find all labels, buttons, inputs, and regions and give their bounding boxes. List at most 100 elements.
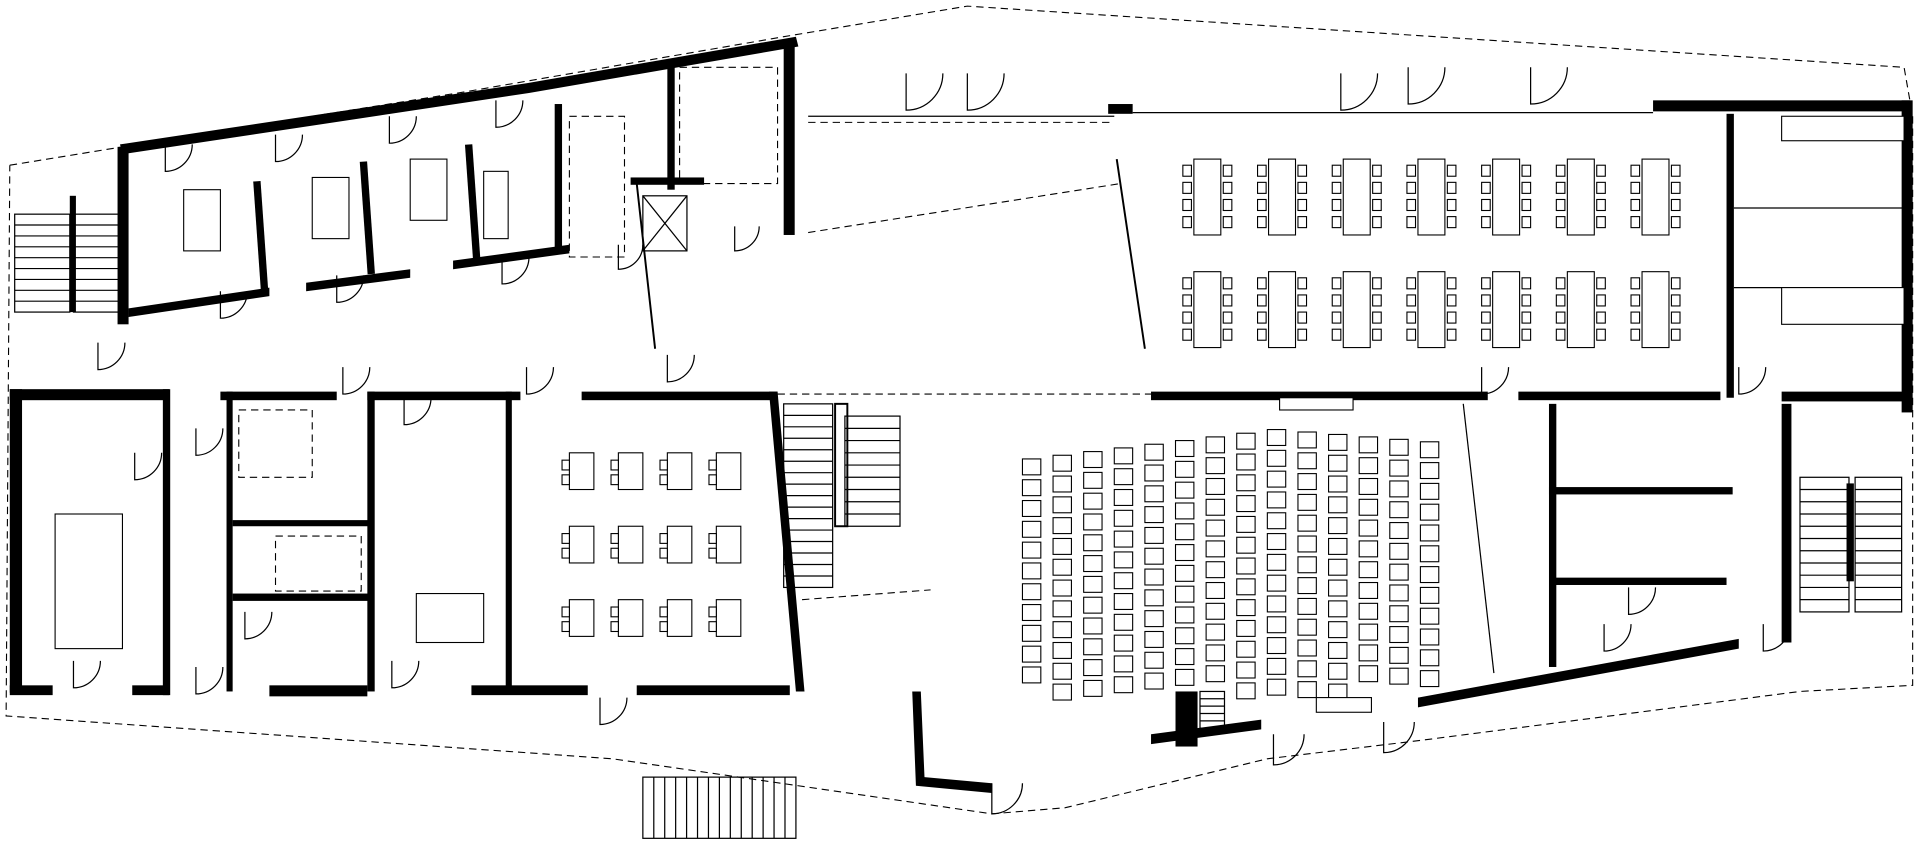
chair bbox=[659, 606, 668, 618]
auditorium-seat bbox=[1174, 648, 1195, 666]
auditorium-seat bbox=[1205, 498, 1226, 516]
auditorium-seat bbox=[1389, 605, 1409, 623]
chair bbox=[1257, 277, 1267, 290]
wc-cubicle bbox=[679, 66, 779, 185]
chair bbox=[1630, 198, 1641, 212]
wall-partition bbox=[464, 144, 481, 261]
door-swing bbox=[501, 256, 530, 285]
chair bbox=[1555, 181, 1566, 194]
meeting-table bbox=[415, 593, 485, 644]
hall-table bbox=[1492, 271, 1521, 349]
auditorium-seat bbox=[1419, 503, 1440, 521]
auditorium-seat bbox=[1328, 558, 1348, 576]
door-swing bbox=[219, 291, 248, 319]
auditorium-seat bbox=[1205, 623, 1226, 641]
chair bbox=[1372, 181, 1382, 194]
chair bbox=[1406, 277, 1417, 290]
auditorium-seat bbox=[1144, 672, 1164, 690]
wall-partition bbox=[359, 161, 375, 275]
auditorium-seat bbox=[1205, 457, 1226, 475]
door-swing bbox=[1762, 624, 1791, 652]
auditorium-seat bbox=[1358, 498, 1379, 516]
auditorium-seat bbox=[1328, 579, 1348, 597]
stair-east-right bbox=[1854, 476, 1903, 613]
door-swing bbox=[164, 144, 193, 172]
wall-south-offices-3 bbox=[453, 244, 570, 270]
wall-partition bbox=[253, 181, 269, 294]
wc-cubicle bbox=[238, 409, 313, 478]
chair bbox=[1222, 216, 1233, 229]
door-swing bbox=[1481, 367, 1510, 395]
bench bbox=[1315, 697, 1372, 713]
chair bbox=[1331, 216, 1342, 229]
auditorium-seat bbox=[1144, 506, 1164, 524]
elevator-cross bbox=[642, 195, 688, 252]
auditorium-seat bbox=[1236, 599, 1256, 617]
auditorium-seat bbox=[1113, 488, 1134, 506]
door-swing bbox=[495, 100, 524, 128]
door-swing bbox=[391, 660, 420, 689]
auditorium-seat bbox=[1419, 545, 1440, 563]
door-swing bbox=[336, 275, 365, 303]
auditorium-seat bbox=[1113, 551, 1134, 569]
auditorium-seat bbox=[1266, 595, 1287, 613]
wall-south-offices-1 bbox=[128, 287, 270, 317]
wall-west-offices bbox=[117, 146, 129, 325]
hall-table bbox=[1417, 158, 1446, 236]
wall-hall-north bbox=[1653, 100, 1911, 112]
auditorium-seat bbox=[1266, 657, 1287, 675]
auditorium-seat bbox=[1266, 678, 1287, 696]
chair bbox=[1481, 277, 1491, 290]
auditorium-seat bbox=[1113, 655, 1134, 673]
auditorium-seat bbox=[1236, 682, 1256, 700]
auditorium-seat bbox=[1266, 574, 1287, 592]
wall-wc bbox=[367, 391, 375, 692]
site-boundary bbox=[5, 5, 1914, 815]
chair bbox=[1331, 164, 1342, 177]
office-desk bbox=[409, 158, 448, 221]
auditorium-seat bbox=[1083, 534, 1103, 552]
stair-east-left bbox=[1799, 476, 1850, 613]
door-swing bbox=[1627, 587, 1657, 615]
auditorium-seat bbox=[1419, 524, 1440, 542]
auditorium-seat bbox=[1236, 557, 1256, 575]
auditorium-seat bbox=[1266, 449, 1287, 467]
auditorium-seat bbox=[1021, 520, 1042, 538]
stairs bbox=[14, 195, 1903, 839]
stair-stage bbox=[1199, 690, 1226, 729]
chair bbox=[1481, 216, 1491, 229]
auditorium-seat bbox=[1236, 661, 1256, 679]
doors bbox=[72, 67, 1791, 815]
chair bbox=[561, 474, 570, 486]
auditorium-seat bbox=[1174, 627, 1195, 645]
auditorium-seat bbox=[1328, 517, 1348, 535]
door-swing bbox=[1738, 367, 1767, 395]
auditorium-seat bbox=[1021, 562, 1042, 580]
auditorium-seat bbox=[1174, 460, 1195, 478]
hall-table bbox=[1566, 271, 1595, 349]
chair bbox=[1406, 294, 1417, 307]
auditorium-seat bbox=[1419, 462, 1440, 480]
chair bbox=[1222, 277, 1233, 290]
chair bbox=[1596, 294, 1606, 307]
office-desk bbox=[483, 170, 509, 240]
auditorium-seat bbox=[1052, 475, 1072, 493]
auditorium-seat bbox=[1144, 589, 1164, 607]
chair bbox=[1222, 164, 1233, 177]
chair bbox=[1596, 328, 1606, 341]
chair bbox=[1446, 216, 1457, 229]
chair bbox=[1331, 294, 1342, 307]
wall-core bbox=[667, 67, 675, 190]
chair bbox=[1521, 164, 1532, 177]
meeting-table bbox=[54, 513, 124, 650]
chair bbox=[1257, 311, 1267, 324]
chair bbox=[659, 533, 668, 544]
chair bbox=[1521, 277, 1532, 290]
auditorium-seat bbox=[1052, 683, 1072, 701]
auditorium-seat bbox=[1205, 540, 1226, 558]
auditorium-seat bbox=[1083, 679, 1103, 697]
chair bbox=[1596, 311, 1606, 324]
wall-wc-north bbox=[220, 391, 337, 401]
chair bbox=[1372, 198, 1382, 212]
chair bbox=[1630, 294, 1641, 307]
